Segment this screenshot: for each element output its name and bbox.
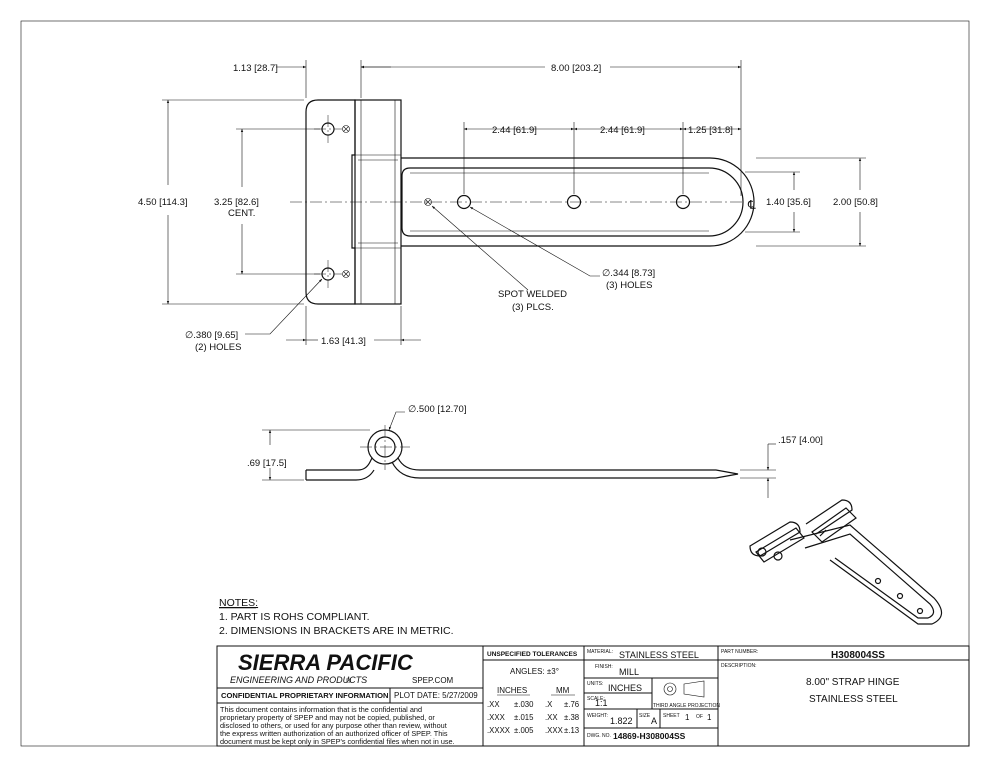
hole-344-callout: ∅.344 [8.73] — [602, 268, 655, 279]
confidential-text-4: the express written authorization of an … — [220, 729, 448, 738]
plot-date: PLOT DATE: 5/27/2009 — [394, 691, 478, 700]
dwg-label: DWG. NO. — [587, 733, 611, 739]
size-value: A — [651, 716, 657, 726]
tol-row-2-mm: .XX — [545, 713, 558, 722]
tol-row-2-in-val: ±.015 — [514, 713, 534, 722]
material-label: MATERIAL: — [587, 649, 613, 655]
website: SPEP.COM — [412, 676, 454, 685]
hinge-leaf-outline — [305, 99, 356, 305]
weight-value: 1.822 — [610, 716, 633, 726]
plcs-label: (3) PLCS. — [512, 302, 554, 313]
note-1: 1. PART IS ROHS COMPLIANT. — [219, 611, 370, 623]
dim-1-25: 1.25 [31.8] — [688, 125, 733, 136]
spot-welded-label: SPOT WELDED — [498, 289, 567, 300]
tol-row-1-mm-val: ±.76 — [564, 700, 579, 709]
confidential-text-1: This document contains information that … — [220, 705, 422, 714]
inches-header: INCHES — [497, 686, 527, 695]
dim-1-40: 1.40 [35.6] — [766, 197, 811, 208]
company-name: SIERRA PACIFIC — [238, 650, 414, 675]
tol-row-3-in: .XXXX — [487, 726, 511, 735]
confidential-text-3: disclosed to others, or used for any pur… — [220, 721, 447, 730]
angles-tolerance: ANGLES: ±3° — [510, 667, 559, 676]
dim-2-00: 2.00 [50.8] — [833, 197, 878, 208]
tol-row-1-in: .XX — [487, 700, 500, 709]
title-block-text: SIERRA PACIFIC ENGINEERING AND PRODUCTS … — [220, 649, 900, 746]
dim-69: .69 [17.5] — [247, 458, 287, 469]
of-label: OF — [696, 714, 703, 720]
material-value: STAINLESS STEEL — [619, 650, 699, 660]
description-line-2: STAINLESS STEEL — [809, 694, 898, 705]
hole-380-callout: ∅.380 [9.65] — [185, 330, 238, 341]
title-block — [216, 645, 970, 747]
finish-label: FINISH: — [595, 664, 613, 670]
strap-outline — [401, 157, 755, 247]
tol-row-1-in-val: ±.030 — [514, 700, 534, 709]
note-2: 2. DIMENSIONS IN BRACKETS ARE IN METRIC. — [219, 625, 454, 637]
projection-label: THIRD ANGLE PROJECTION — [653, 703, 720, 709]
holes-2-label: (2) HOLES — [195, 342, 241, 353]
description-label: DESCRIPTION: — [721, 663, 757, 669]
sheet-label: SHEET — [663, 713, 680, 719]
top-view — [162, 60, 866, 345]
dim-3-25: 3.25 [82.6] — [214, 197, 259, 208]
confidential-text-2: proprietary property of SPEP and may not… — [220, 713, 435, 722]
units-label: UNITS: — [587, 681, 603, 687]
side-view — [262, 411, 776, 498]
part-number: H308004SS — [831, 650, 885, 661]
dim-157: .157 [4.00] — [778, 435, 823, 446]
registered-mark: ® — [346, 677, 352, 685]
confidential-text-5: document must be kept only in SPEP's con… — [220, 737, 455, 746]
size-label: SIZE — [639, 713, 651, 719]
dim-4-50: 4.50 [114.3] — [138, 197, 188, 208]
third-angle-projection-symbol — [663, 680, 705, 698]
dim-1-63: 1.63 [41.3] — [321, 336, 366, 347]
of-value: 1 — [707, 713, 712, 722]
confidential-label: CONFIDENTIAL PROPRIETARY INFORMATION — [221, 691, 388, 700]
tol-row-3-in-val: ±.005 — [514, 726, 534, 735]
dim-2-44-b: 2.44 [61.9] — [600, 125, 645, 136]
dim-2-44-a: 2.44 [61.9] — [492, 125, 537, 136]
dwg-number: 14869-H308004SS — [613, 731, 686, 741]
units-value: INCHES — [608, 683, 642, 693]
isometric-view — [749, 499, 943, 625]
mm-header: MM — [556, 686, 570, 695]
dim-8-00: 8.00 [203.2] — [551, 63, 601, 74]
tolerances-title: UNSPECIFIED TOLERANCES — [487, 651, 578, 658]
dim-cent: CENT. — [228, 208, 255, 219]
scale-value: 1:1 — [595, 698, 608, 708]
scale-label: SCALE: — [587, 696, 605, 702]
tol-row-3-mm: .XXX — [545, 726, 564, 735]
dim-1-13: 1.13 [28.7] — [233, 63, 278, 74]
tol-row-2-in: .XXX — [487, 713, 506, 722]
holes-3-label: (3) HOLES — [606, 280, 652, 291]
weight-label: WEIGHT: — [587, 713, 608, 719]
tol-row-2-mm-val: ±.38 — [564, 713, 579, 722]
notes-heading: NOTES: — [219, 597, 258, 609]
tol-row-1-mm: .X — [545, 700, 553, 709]
finish-value: MILL — [619, 667, 639, 677]
description-line-1: 8.00" STRAP HINGE — [806, 677, 900, 688]
notes-block: NOTES: 1. PART IS ROHS COMPLIANT. 2. DIM… — [219, 597, 454, 637]
centerline-symbol: ℄ — [747, 198, 756, 212]
sheet-value: 1 — [685, 713, 690, 722]
part-number-label: PART NUMBER: — [721, 649, 758, 655]
company-subtitle: ENGINEERING AND PRODUCTS — [230, 675, 367, 685]
tol-row-3-mm-val: ±.13 — [564, 726, 579, 735]
dim-500: ∅.500 [12.70] — [408, 404, 466, 415]
